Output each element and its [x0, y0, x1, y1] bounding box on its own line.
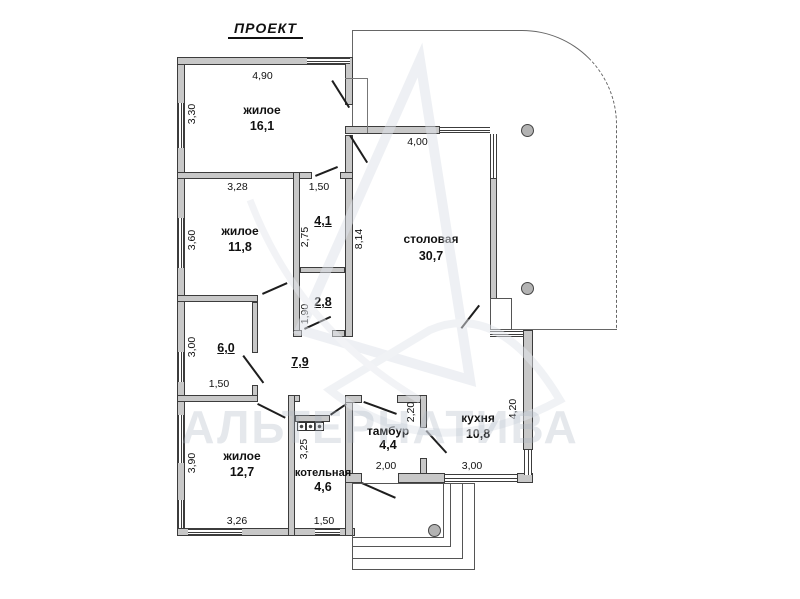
- wall-right-block-a: [345, 57, 353, 105]
- door-living2: [262, 282, 288, 295]
- window-dining-top: [440, 127, 490, 133]
- door-wc: [315, 166, 339, 177]
- wall-kitchen-right: [523, 330, 533, 450]
- wall-room6-right-a: [252, 302, 258, 353]
- room-label-dining: столовая: [403, 232, 459, 246]
- window-room6-left: [178, 352, 184, 382]
- window-left-bottom: [178, 500, 184, 528]
- room-label-kitchen: кухня: [461, 411, 495, 425]
- page-title: ПРОЕКТ: [228, 20, 303, 39]
- wall-south-b: [398, 473, 445, 483]
- dim-200: 2,00: [375, 460, 397, 472]
- door-room6: [242, 355, 265, 384]
- dim-328: 3,28: [227, 181, 248, 193]
- room-area-living3: 12,7: [229, 465, 255, 479]
- porch-step-3: [352, 483, 475, 570]
- dim-400: 4,00: [407, 136, 428, 148]
- dim-360: 3,60: [186, 229, 198, 251]
- window-living1-left: [178, 103, 184, 148]
- dim-300-kitchen: 3,00: [461, 460, 483, 472]
- dining-room-fill: [352, 133, 490, 395]
- room-label-boiler: котельная: [294, 467, 352, 479]
- window-kitchen-bottom: [445, 474, 517, 482]
- dim-150-boiler: 1,50: [313, 515, 335, 527]
- dim-490: 4,90: [252, 70, 273, 82]
- dim-420: 4,20: [507, 398, 519, 420]
- window-boiler-bottom: [315, 529, 340, 535]
- window-kitchen-top: [490, 331, 523, 337]
- wall-living2-bottom: [177, 295, 258, 302]
- dining-kitchen-niche: [490, 298, 512, 330]
- wall-living3-top-a: [177, 395, 258, 402]
- window-living2-left: [178, 218, 184, 268]
- room-area-living2: 11,8: [228, 240, 252, 254]
- room-area-tambour: 4,4: [379, 438, 397, 452]
- room-label-living3: жилое: [223, 449, 261, 463]
- wall-dining-right: [490, 178, 497, 300]
- door-tambour-inner: [363, 401, 397, 415]
- window-dining-right: [490, 134, 497, 178]
- wall-dining-top: [345, 126, 440, 134]
- dim-220: 2,20: [405, 401, 417, 423]
- stove-icon: [306, 422, 315, 431]
- room-label-living2: жилое: [221, 224, 259, 238]
- room-area-hall: 7,9: [291, 355, 309, 369]
- room-area-room6: 6,0: [217, 341, 235, 355]
- dim-814: 8,14: [353, 228, 365, 250]
- wall-living1-bottom: [177, 172, 312, 179]
- wall-storage-bottom-b: [332, 330, 345, 337]
- dim-150-wc: 1,50: [308, 181, 330, 193]
- window-living1-top: [307, 58, 350, 64]
- wall-exterior-bottom: [177, 528, 355, 536]
- room-area-dining: 30,7: [418, 249, 444, 263]
- wall-tambour-top-a: [345, 395, 362, 403]
- porch-column: [428, 524, 441, 537]
- wall-right-block-b: [345, 135, 353, 337]
- door-living3: [257, 403, 286, 419]
- dim-326: 3,26: [226, 515, 248, 527]
- stove-icon: [297, 422, 306, 431]
- window-kitchen-right: [524, 450, 532, 475]
- stove-icon: [315, 422, 324, 431]
- room-area-boiler: 4,6: [314, 480, 332, 494]
- wall-living1-bottom-stub: [340, 172, 353, 179]
- dim-390: 3,90: [186, 452, 198, 474]
- roof-line-h: [345, 78, 368, 79]
- wall-south-a: [345, 473, 362, 483]
- dim-150-room6: 1,50: [208, 378, 230, 390]
- wall-boiler-top: [295, 415, 330, 422]
- terrace-column-1: [521, 124, 534, 137]
- door-tambour-kitchen: [425, 430, 448, 454]
- dim-275: 2,75: [299, 226, 311, 248]
- room-area-living1: 16,1: [249, 119, 275, 133]
- window-living3-left: [178, 415, 184, 463]
- dim-330: 3,30: [186, 103, 198, 125]
- wall-tambour-right-a: [420, 395, 427, 428]
- window-living3-bottom: [188, 529, 242, 535]
- roof-line-v: [367, 78, 368, 133]
- dim-190: 1,90: [299, 303, 311, 325]
- terrace-column-2: [521, 282, 534, 295]
- wall-wc-storage-divider: [300, 267, 345, 273]
- room-area-kitchen: 10,8: [465, 427, 491, 441]
- wall-boiler-left: [288, 395, 295, 536]
- dim-300: 3,00: [186, 336, 198, 358]
- room-label-living1: жилое: [243, 103, 281, 117]
- dim-325: 3,25: [298, 438, 310, 460]
